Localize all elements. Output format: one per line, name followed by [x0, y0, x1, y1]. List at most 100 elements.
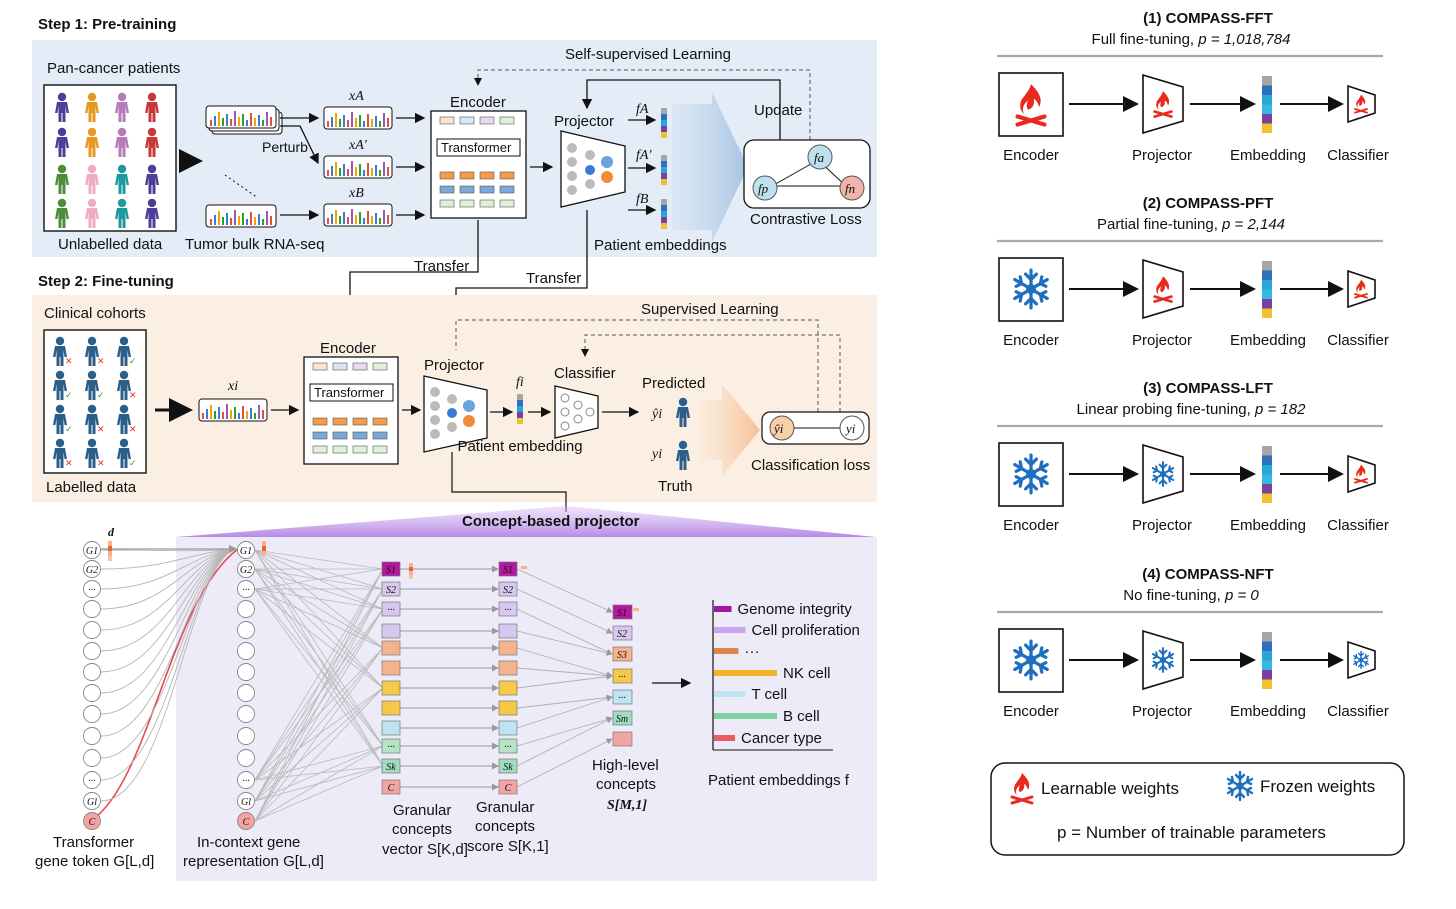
high-level-concept-box: S2: [612, 625, 633, 641]
variant-embedding-cell: [1262, 114, 1272, 124]
perturb-arrow-a2: [280, 125, 319, 165]
predicted-label: Predicted: [642, 375, 705, 392]
token-link-7: [100, 548, 239, 694]
loss-yhat-label: ŷi: [772, 421, 784, 436]
svg-text:✕: ✕: [65, 357, 73, 367]
variant-subtitle: Linear probing fine-tuning, p = 182: [1077, 401, 1307, 418]
embeddings-caption: Patient embeddings f: [708, 772, 850, 789]
transformer-token-caption-1: Transformer: [53, 834, 134, 851]
gene-token-left: G1: [83, 541, 101, 559]
mid-granular-link: [254, 588, 384, 689]
classification-loss-label: Classification loss: [751, 457, 870, 474]
gene-token-left-label: G1: [86, 546, 98, 557]
granular-label: C: [388, 783, 395, 794]
embedding-bar: [714, 735, 735, 741]
gene-token-mid-label: G2: [240, 565, 252, 576]
mid-granular-link: [254, 568, 384, 822]
gene-token-mid: [237, 600, 255, 618]
variant-component-label: Encoder: [1003, 517, 1059, 534]
high-level-concept-box: S3: [612, 646, 633, 662]
svg-text:✕: ✕: [129, 425, 137, 435]
svg-text:✓: ✓: [65, 425, 73, 435]
gene-token-mid: Gl: [237, 792, 255, 810]
mid-granular-link: [254, 647, 384, 822]
sample-a2: [323, 155, 393, 179]
embedding-stacks-step1: [661, 108, 667, 229]
transfer-label-2: Transfer: [526, 270, 581, 287]
variant-embedding-cell: [1262, 455, 1272, 465]
granular-score-box: [498, 660, 518, 676]
granular-score-caption-1: Granular: [476, 799, 534, 816]
high-level-concept-box: Sm: [612, 710, 633, 726]
gene-token-left: [83, 621, 101, 639]
gene-token-left-label: C: [89, 817, 96, 828]
granular-concept-box: [381, 680, 401, 696]
token-link-12: [100, 548, 239, 802]
step1-panel: Step 1: Pre-training Self-supervised Lea…: [32, 16, 877, 257]
unlabelled-label: Unlabelled data: [58, 236, 163, 253]
high-level-concept-box: ···: [612, 689, 633, 705]
score-high-link: [516, 667, 613, 679]
step1-projector-label: Projector: [554, 113, 614, 130]
transformer-token-caption-2: gene token G[L,d]: [35, 853, 154, 870]
legend-frame: [990, 762, 1405, 856]
s1-dim-bar: [409, 567, 413, 571]
gene-token-mid-label: C: [243, 817, 250, 828]
variant-embedding-cell: [1262, 632, 1272, 642]
embedding-bar: [714, 627, 746, 633]
variant-component-label: Embedding: [1230, 517, 1306, 534]
d-bar-cell: [262, 551, 266, 556]
score-high-link: [516, 717, 613, 767]
gene-token-mid: G2: [237, 560, 255, 578]
variant-component-label: Projector: [1132, 147, 1192, 164]
high-level-concept-box: S1: [612, 604, 633, 620]
high-level-label: ···: [618, 693, 626, 704]
loss-fa-label: fa: [814, 150, 825, 165]
score-high-link: [516, 568, 613, 613]
embedding-bar-label: B cell: [783, 708, 820, 725]
variant-component-label: Encoder: [1003, 703, 1059, 720]
granular-concept-box: S1: [381, 561, 401, 577]
loss-fn-label: fn: [845, 181, 855, 196]
fa2-label: fA′: [636, 148, 652, 163]
d-bar-cell: [262, 541, 266, 546]
embedding-bar-label: Cancer type: [741, 730, 822, 747]
score-high-link: [516, 647, 613, 678]
granular-concept-box: S2: [381, 581, 401, 597]
variant-embedding-cell: [1262, 85, 1272, 95]
gene-token-mid: [237, 749, 255, 767]
score-high-link: [516, 716, 613, 747]
high-level-concept-box: ···: [612, 668, 633, 684]
token-link-9: [100, 548, 239, 737]
rnaseq-label: Tumor bulk RNA-seq: [185, 236, 324, 253]
variant-subtitle: Partial fine-tuning, p = 2,144: [1097, 216, 1285, 233]
step2-panel: Step 2: Fine-tuning Supervised Learning …: [32, 273, 877, 512]
gene-token-left: [83, 749, 101, 767]
gene-token-left: [83, 663, 101, 681]
mid-granular-link: [254, 588, 384, 822]
d-bar-cell: [108, 556, 112, 561]
loss-node-fa: [807, 144, 833, 170]
concept-connections: [91, 544, 613, 822]
granular-label: S2: [503, 585, 513, 596]
granular-vec-caption-1: Granular: [393, 802, 451, 819]
mid-granular-link: [254, 588, 384, 610]
gene-token-mid-label: G1: [240, 546, 252, 557]
step1-title: Step 1: Pre-training: [38, 16, 176, 33]
patients-label: Pan-cancer patients: [47, 60, 180, 77]
yhat-label: ŷi: [650, 407, 662, 422]
s1-dim-bar: [409, 563, 413, 567]
svg-text:✕: ✕: [97, 425, 105, 435]
gene-token-left-label: ···: [88, 585, 96, 596]
fb-label: fB: [636, 192, 649, 207]
c-token-curve: [91, 548, 239, 821]
legend-p-definition: p = Number of trainable parameters: [1057, 823, 1326, 842]
gene-token-left: [83, 705, 101, 723]
variant-embedding-cell: [1262, 474, 1272, 484]
mid-granular-link: [254, 745, 384, 822]
token-link-2: [100, 548, 239, 590]
token-link-10: [100, 548, 239, 759]
granular-score-box: [498, 720, 518, 736]
s1-score-bar: [521, 566, 527, 569]
